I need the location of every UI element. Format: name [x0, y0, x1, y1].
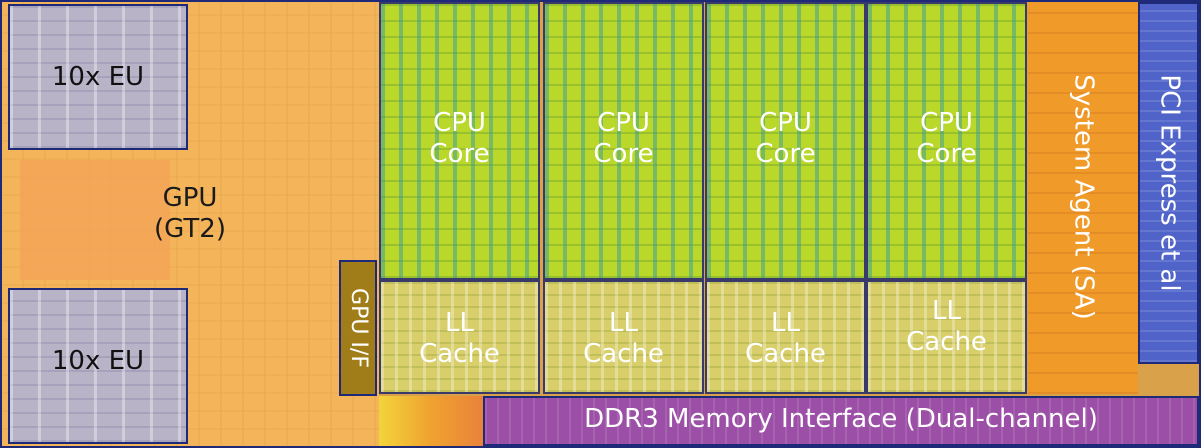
- ll-cache-label: LL Cache: [868, 296, 1025, 357]
- cpu-core-label-line1: CPU: [597, 108, 650, 138]
- eu-label-bottom: 10x EU: [51, 346, 145, 376]
- ll-cache-label-line1: LL: [932, 296, 961, 326]
- ll-cache-label: LL Cache: [707, 308, 864, 369]
- gpu-label: GPU (GT2): [130, 183, 250, 244]
- ll-cache-3: LL Cache: [705, 280, 866, 394]
- pci-express-block: PCI Express et al: [1138, 2, 1199, 364]
- ll-cache-label: LL Cache: [545, 308, 702, 369]
- pci-express-label: PCI Express et al: [1153, 74, 1184, 292]
- memory-interface-label: DDR3 Memory Interface (Dual-channel): [584, 404, 1098, 434]
- ll-cache-label-line2: Cache: [583, 338, 664, 369]
- cpu-core-label: CPU Core: [707, 108, 864, 169]
- ll-cache-label-line1: LL: [609, 308, 638, 338]
- cpu-core-label-line2: Core: [755, 138, 816, 169]
- cpu-core-4: CPU Core: [866, 2, 1027, 280]
- cpu-core-label-line2: Core: [593, 138, 654, 169]
- memory-transition-area: [379, 396, 483, 448]
- memory-interface-block: DDR3 Memory Interface (Dual-channel): [483, 396, 1199, 446]
- cpu-core-label: CPU Core: [868, 108, 1025, 169]
- ll-cache-2: LL Cache: [543, 280, 704, 394]
- ll-cache-label-line2: Cache: [419, 338, 500, 369]
- gpu-interface-label: GPU I/F: [345, 288, 371, 368]
- cpu-core-3: CPU Core: [705, 2, 866, 280]
- cpu-core-label-line1: CPU: [433, 108, 486, 138]
- cpu-core-label-line1: CPU: [759, 108, 812, 138]
- gpu-label-line2: (GT2): [154, 213, 226, 244]
- ll-cache-label-line1: LL: [445, 308, 474, 338]
- cpu-core-label: CPU Core: [545, 108, 702, 169]
- gpu-interface-block: GPU I/F: [339, 260, 377, 396]
- eu-block-bottom: 10x EU: [8, 288, 188, 444]
- system-agent-label: System Agent (SA): [1068, 74, 1099, 320]
- cpu-core-label-line2: Core: [916, 138, 977, 169]
- cpu-core-2: CPU Core: [543, 2, 704, 280]
- ll-cache-label-line2: Cache: [906, 326, 987, 357]
- ll-cache-label-line2: Cache: [745, 338, 826, 369]
- ll-cache-label: LL Cache: [381, 308, 538, 369]
- ll-cache-label-line1: LL: [771, 308, 800, 338]
- cpu-core-label: CPU Core: [381, 108, 538, 169]
- ll-cache-1: LL Cache: [379, 280, 540, 394]
- ll-cache-4: LL Cache: [866, 280, 1027, 394]
- system-agent-block: System Agent (SA): [1028, 0, 1138, 394]
- cpu-core-1: CPU Core: [379, 2, 540, 280]
- eu-label-top: 10x EU: [51, 62, 145, 92]
- gpu-label-line1: GPU: [162, 183, 218, 213]
- gpu-core-area: [20, 160, 170, 280]
- eu-block-top: 10x EU: [8, 4, 188, 150]
- cpu-core-label-line1: CPU: [920, 108, 973, 138]
- cpu-core-label-line2: Core: [429, 138, 490, 169]
